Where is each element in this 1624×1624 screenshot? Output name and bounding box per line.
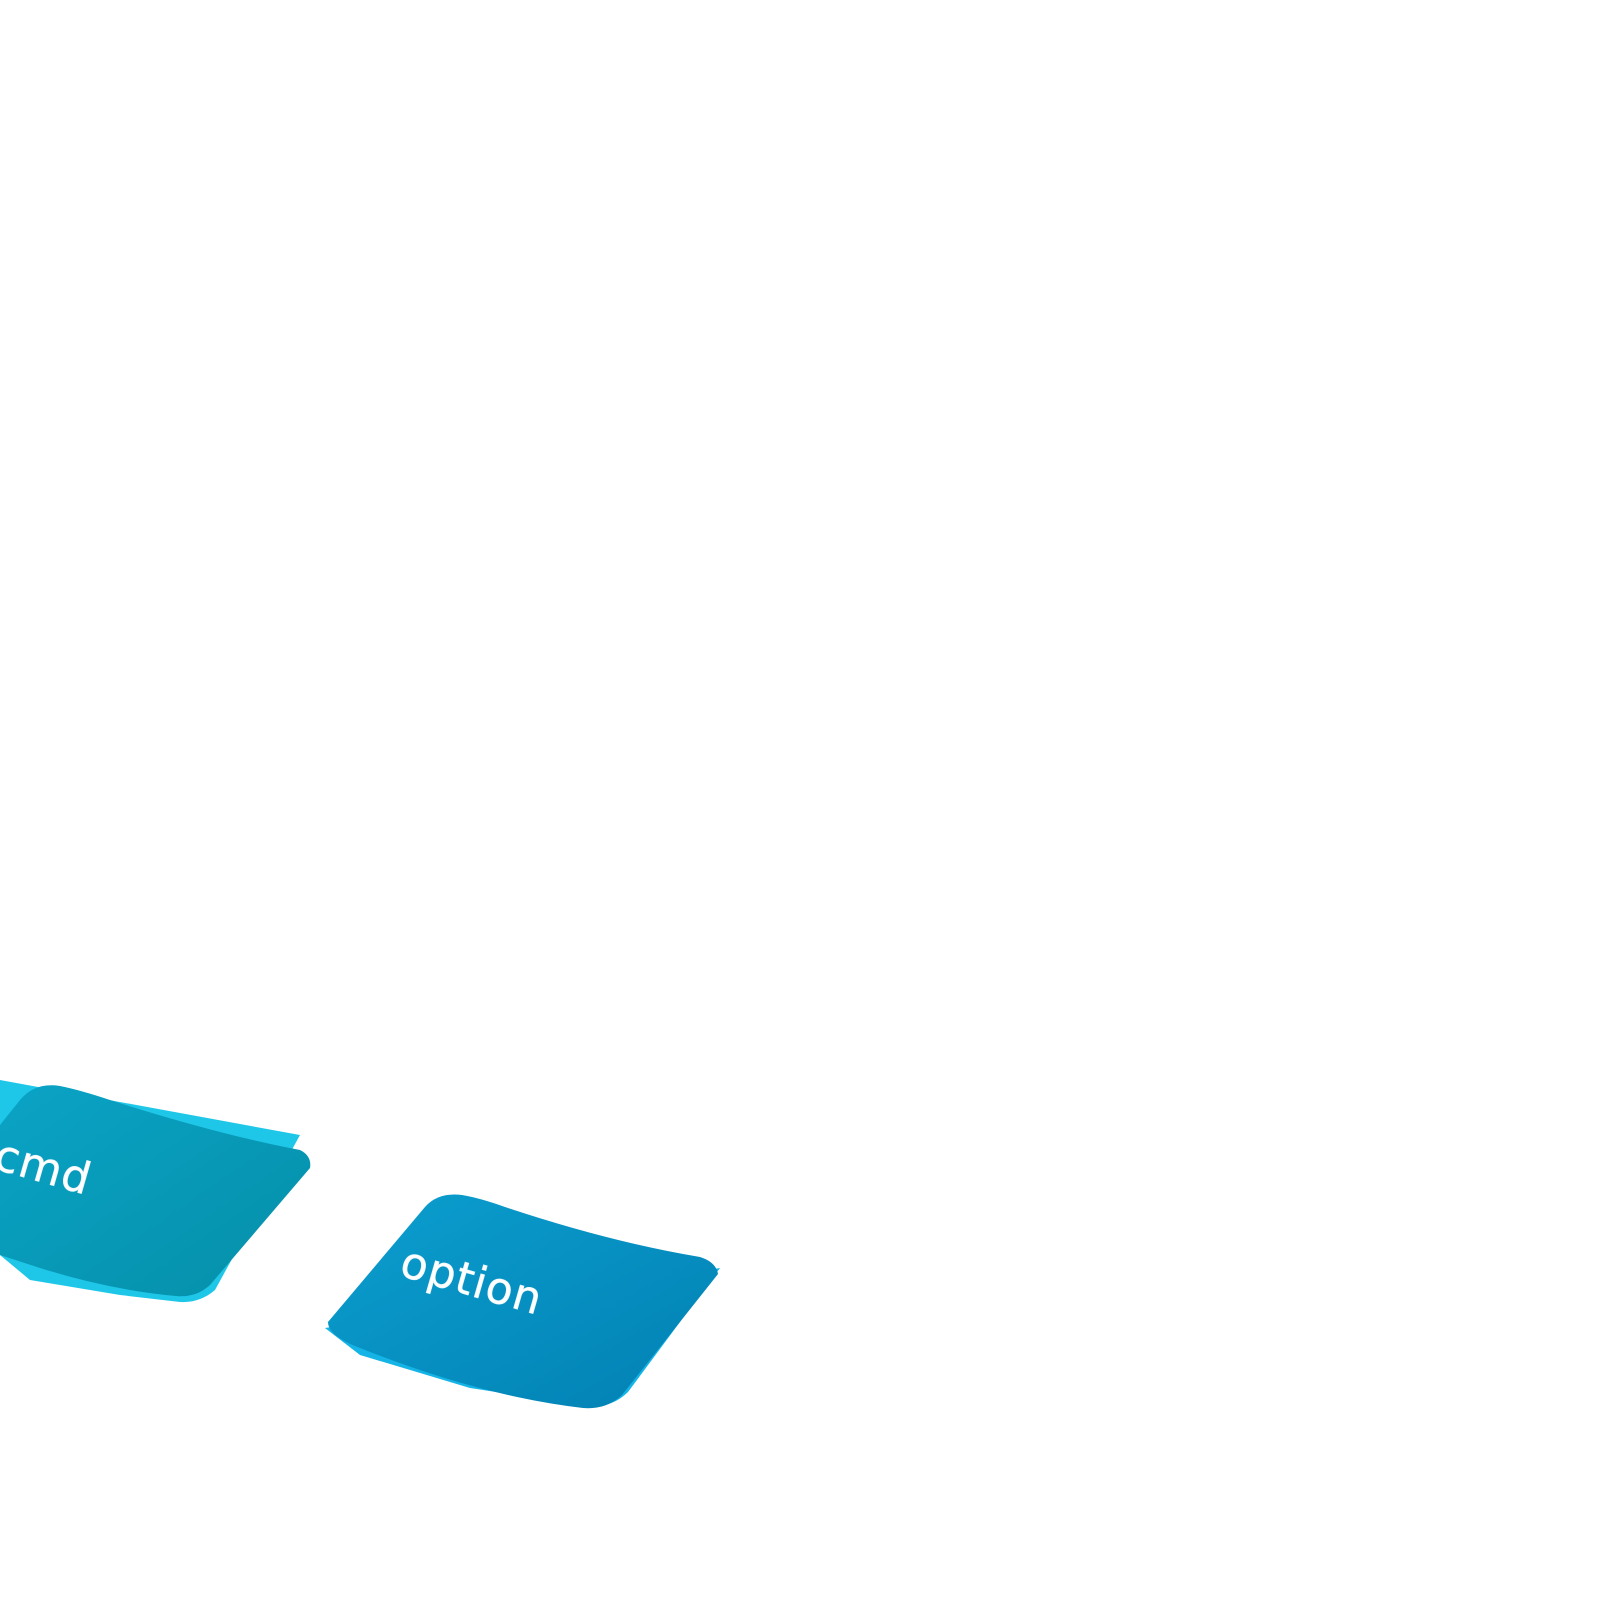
option-key-face [328, 1194, 718, 1409]
option-key[interactable]: option [325, 1194, 720, 1409]
cmd-key-face [0, 1085, 311, 1297]
cmd-key[interactable]: cmd [0, 1080, 311, 1303]
